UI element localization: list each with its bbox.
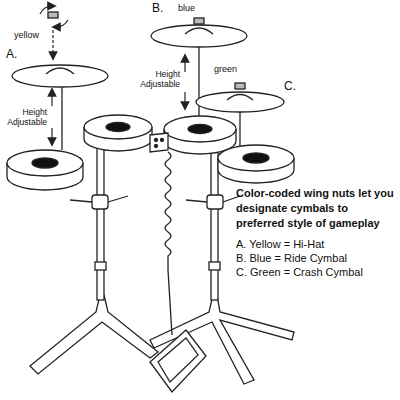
- legend-line: A. Yellow = Hi-Hat: [236, 238, 398, 251]
- height-note: Height Adjustable: [130, 70, 180, 90]
- color-label: green: [214, 64, 246, 74]
- caption-text: Color-coded wing nuts let you designate …: [236, 186, 398, 231]
- callout-letter: A.: [6, 48, 22, 62]
- color-label: yellow: [14, 30, 48, 40]
- height-note: Height Adjustable: [0, 108, 47, 128]
- legend-line: C. Green = Crash Cymbal: [236, 266, 398, 279]
- legend-line: B. Blue = Ride Cymbal: [236, 252, 398, 265]
- color-label: blue: [178, 3, 208, 13]
- callout-letter: C.: [284, 80, 302, 94]
- callout-letter: B.: [152, 2, 170, 16]
